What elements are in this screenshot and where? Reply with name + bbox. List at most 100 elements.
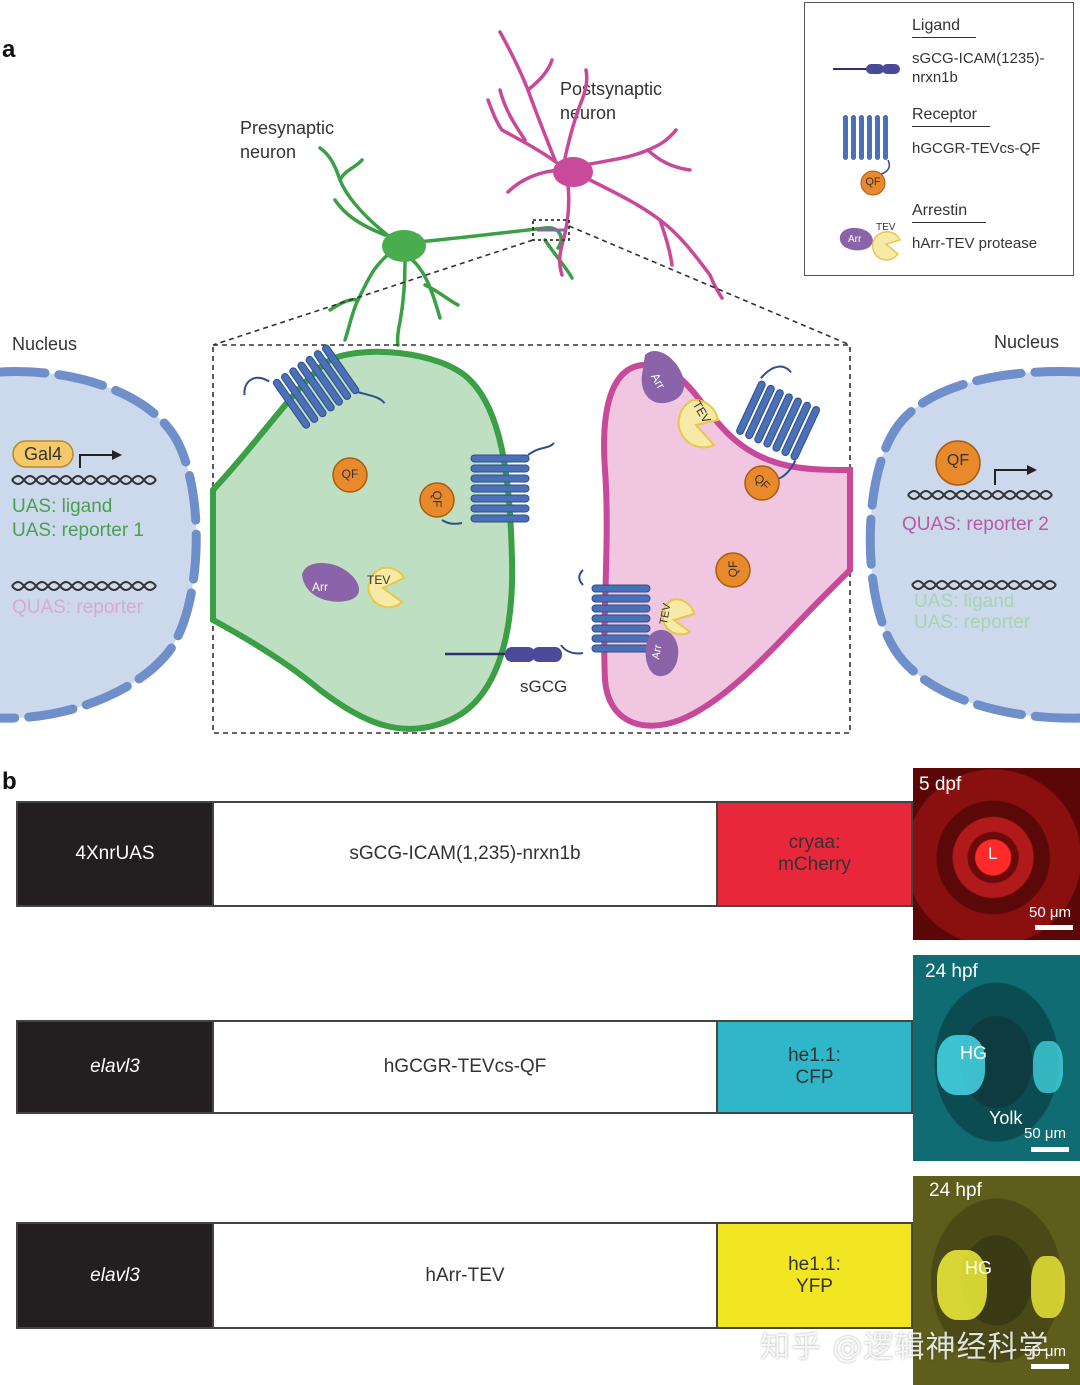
- legend-ligand-name-line2: nrxn1b: [912, 69, 958, 86]
- construct-1: 4XnrUAS sGCG-ICAM(1,235)-nrxn1b cryaa: m…: [16, 801, 913, 907]
- construct-2: elavl3 hGCGR-TEVcs-QF he1.1: CFP: [16, 1020, 913, 1114]
- legend-tev-label: TEV: [876, 222, 896, 233]
- gal4-label: Gal4: [23, 444, 63, 464]
- legend-ligand-title: Ligand: [912, 17, 976, 38]
- construct-3-marker: he1.1: YFP: [718, 1224, 911, 1327]
- presynaptic-label: Presynaptic neuron: [240, 116, 334, 164]
- left-nucleus: [0, 367, 201, 723]
- micrograph-1-lens-label: L: [988, 844, 998, 863]
- legend-ligand-glyph: [833, 64, 900, 74]
- arr-post-2: [645, 629, 679, 677]
- legend-receptor-qf: QF: [865, 176, 881, 188]
- right-uas-ligand-label: UAS: ligand: [914, 591, 1015, 612]
- legend-receptor-title: Receptor: [912, 106, 990, 127]
- tev-pre: [367, 566, 406, 609]
- micrograph-3-hg-left: [937, 1250, 987, 1320]
- presynaptic-terminal: [210, 348, 516, 732]
- qf-post-2-label: QF: [726, 560, 740, 578]
- nucleus-right-label: Nucleus: [994, 332, 1060, 352]
- qf-pre-2-label: QF: [430, 490, 444, 508]
- right-nucleus: [865, 367, 1080, 723]
- receptor-post-2: [560, 569, 651, 655]
- micrograph-2-hg-left: [937, 1035, 985, 1095]
- construct-1-gene: sGCG-ICAM(1,235)-nrxn1b: [212, 803, 718, 905]
- watermark: 知乎 @逻辑神经科学: [760, 1330, 1050, 1365]
- micrograph-2-scale-label: 50 μm: [1024, 1125, 1066, 1142]
- legend-receptor-name: hGCGR-TEVcs-QF: [912, 140, 1041, 157]
- micrograph-3-stage: 24 hpf: [929, 1180, 982, 1201]
- sgcg-domain-1: [505, 647, 535, 662]
- legend-receptor-glyph: [843, 115, 890, 196]
- panel-a-letter: a: [2, 36, 16, 63]
- micrograph-2-yolk-label: Yolk: [989, 1108, 1023, 1128]
- micrograph-24hpf-yfp: 24 hpf HG 50 μm: [913, 1176, 1080, 1385]
- micrograph-3-hg-right: [1031, 1256, 1065, 1318]
- nucleus-left-label: Nucleus: [12, 334, 78, 354]
- micrograph-5dpf: 5 dpf L 50 μm: [913, 768, 1080, 940]
- micrograph-3-hg-label: HG: [965, 1258, 992, 1278]
- construct-2-marker-line1: he1.1:: [788, 1045, 841, 1066]
- qf-pre-1: [332, 457, 368, 493]
- panel-b-letter: b: [2, 768, 17, 795]
- legend-arrestin-title: Arrestin: [912, 202, 986, 223]
- construct-3-promoter: elavl3: [18, 1224, 212, 1327]
- synapse-diagram: [0, 30, 1080, 734]
- quas-reporter-label: QUAS: reporter: [12, 597, 143, 618]
- right-uas-reporter-label: UAS: reporter: [914, 612, 1031, 633]
- presynaptic-label-line1: Presynaptic: [240, 118, 335, 138]
- legend-ligand-name: sGCG-ICAM(1235)- nrxn1b: [912, 49, 1045, 87]
- receptor-pre-2: [441, 442, 555, 525]
- tev-post-2: [661, 598, 696, 636]
- construct-3: elavl3 hArr-TEV he1.1: YFP: [16, 1222, 913, 1329]
- construct-1-marker-line2: mCherry: [778, 854, 851, 875]
- arr-pre: [302, 563, 360, 602]
- micrograph-2-hg-label: HG: [960, 1043, 987, 1063]
- construct-1-marker: cryaa: mCherry: [718, 803, 911, 905]
- legend-arrestin-name: hArr-TEV protease: [912, 235, 1038, 252]
- micrograph-2-stage: 24 hpf: [925, 961, 978, 982]
- micrograph-1-scale-bar: [1035, 925, 1073, 930]
- arr-pre-label: Arr: [312, 580, 328, 594]
- arr-post-2-label: Arr: [650, 643, 665, 661]
- micrograph-1-stage: 5 dpf: [919, 774, 962, 795]
- qf-post-2: [715, 552, 751, 588]
- quas-reporter2-label: QUAS: reporter 2: [902, 514, 1049, 535]
- legend-arrestin-glyph: [839, 227, 902, 261]
- presynaptic-label-line2: neuron: [240, 142, 297, 162]
- presynaptic-soma: [382, 230, 426, 262]
- qf-pre-1-label: QF: [341, 467, 359, 481]
- construct-2-gene: hGCGR-TEVcs-QF: [212, 1022, 718, 1112]
- sgcg-domain-2: [532, 647, 562, 662]
- zoom-source-box: [532, 219, 570, 241]
- sgcg-label: sGCG: [520, 677, 568, 696]
- micrograph-2-hg-right: [1033, 1041, 1063, 1093]
- construct-3-marker-line2: YFP: [796, 1275, 833, 1297]
- tev-post-1: [677, 398, 720, 449]
- qf-pre-2: [419, 482, 455, 518]
- micrograph-3-scale-label: 50 μm: [1024, 1343, 1066, 1360]
- legend-arr-label: Arr: [848, 234, 862, 245]
- arr-post-1: [641, 350, 685, 404]
- postsynaptic-soma: [553, 157, 593, 187]
- right-nucleus-qf-label: QF: [946, 452, 970, 469]
- construct-3-gene: hArr-TEV: [212, 1224, 718, 1327]
- uas-reporter1-label: UAS: reporter 1: [12, 520, 144, 541]
- qf-post-1: [744, 465, 780, 501]
- micrograph-3-scale-bar: [1031, 1364, 1069, 1369]
- construct-3-marker-line1: he1.1:: [788, 1253, 841, 1275]
- uas-ligand-label: UAS: ligand: [12, 496, 113, 517]
- construct-2-marker-line2: CFP: [795, 1067, 834, 1088]
- postsynaptic-neuron: [486, 30, 724, 300]
- construct-1-marker-line1: cryaa:: [788, 832, 841, 853]
- micrograph-2-scale-bar: [1031, 1147, 1069, 1152]
- construct-2-marker: he1.1: CFP: [718, 1022, 911, 1112]
- construct-2-promoter: elavl3: [18, 1022, 212, 1112]
- micrograph-1-scale-label: 50 μm: [1029, 904, 1071, 921]
- presynaptic-neuron: [318, 146, 574, 347]
- micrograph-24hpf-cfp: 24 hpf HG Yolk 50 μm: [913, 955, 1080, 1161]
- legend-ligand-name-line1: sGCG-ICAM(1235)-: [912, 50, 1045, 67]
- legend-box: [804, 2, 1074, 276]
- receptor-pre-1: [243, 343, 386, 431]
- construct-1-promoter: 4XnrUAS: [18, 803, 212, 905]
- tev-pre-label: TEV: [367, 573, 391, 587]
